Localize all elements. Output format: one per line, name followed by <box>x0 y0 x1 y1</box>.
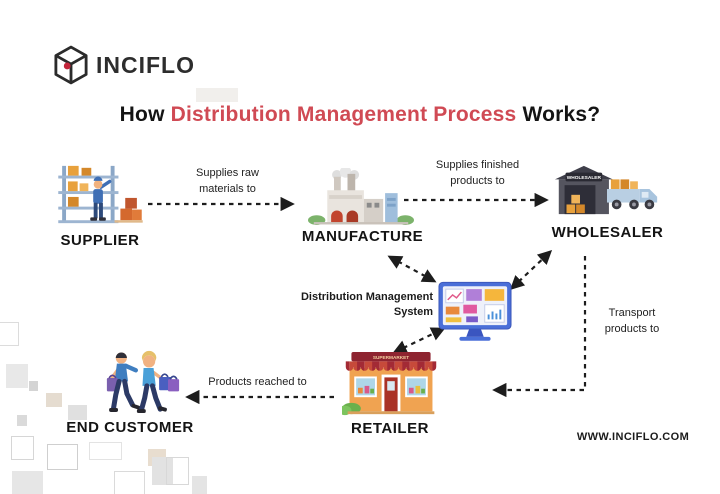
decorative-square <box>47 444 78 470</box>
wholesaler-label: WHOLESALER <box>551 224 664 241</box>
decorative-square <box>12 471 43 494</box>
arrow-wholesaler-dms <box>509 250 553 290</box>
decorative-square <box>166 457 189 485</box>
website-url: WWW.INCIFLO.COM <box>576 431 690 443</box>
title-suffix: Works? <box>522 103 601 126</box>
factory-icon <box>308 168 414 225</box>
wholesaler-warehouse-truck-icon: WHOLESALER <box>554 165 658 215</box>
decorative-square <box>0 322 19 346</box>
decorative-square <box>46 393 62 407</box>
decorative-square <box>29 381 38 391</box>
title-highlight: Distribution Management Process <box>170 103 517 126</box>
decorative-square <box>114 471 145 494</box>
decorative-square <box>17 415 27 426</box>
manufacture-label: MANUFACTURE <box>301 228 424 245</box>
retailer-sign-text: SUPERMARKET <box>373 355 409 360</box>
end-customer-label: END CUSTOMER <box>66 419 194 436</box>
supplier-icon <box>58 165 143 224</box>
wholesaler-sign-text: WHOLESALER <box>567 175 602 181</box>
arrow-retailer-dms <box>392 327 446 354</box>
decorative-square <box>68 405 87 420</box>
dms-label: Distribution Management System <box>300 291 433 318</box>
title-prefix: How <box>119 103 165 126</box>
retailer-supermarket-icon: SUPERMARKET <box>342 351 437 416</box>
retailer-label: RETAILER <box>351 420 429 437</box>
decorative-square <box>192 476 207 494</box>
decorative-square <box>196 88 238 102</box>
decorative-square <box>89 442 122 460</box>
arrow-manufacture-dms <box>387 255 437 283</box>
edge-label-transport: Transport products to <box>604 307 660 335</box>
dms-computer-monitor-icon <box>438 281 512 341</box>
brand-logo: INCIFLO <box>54 44 195 86</box>
end-customer-shoppers-icon <box>106 350 180 414</box>
brand-name: INCIFLO <box>96 51 195 78</box>
page-title: How Distribution Management Process Work… <box>0 103 720 127</box>
edge-label-products-reached: Products reached to <box>208 376 307 388</box>
decorative-square <box>11 436 34 460</box>
supplier-label: SUPPLIER <box>60 232 140 249</box>
inciflo-cube-icon <box>54 45 88 85</box>
decorative-square <box>152 457 173 485</box>
edge-label-supplies-raw: Supplies raw materials to <box>196 167 259 195</box>
edge-label-supplies-finished: Supplies finished products to <box>435 159 520 187</box>
decorative-square <box>6 364 28 388</box>
